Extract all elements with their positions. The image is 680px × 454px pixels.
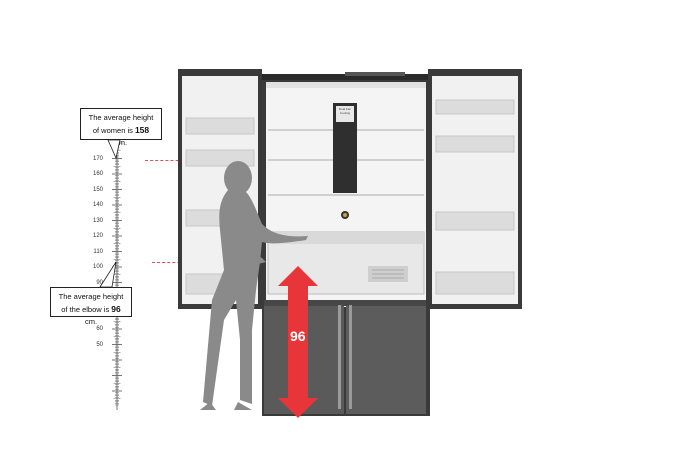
freezer-door-right bbox=[346, 300, 426, 414]
ruler-tick-label: 120 bbox=[92, 233, 103, 239]
women-callout-value: 158 bbox=[134, 125, 150, 135]
ruler-tick-label: 150 bbox=[92, 186, 103, 193]
right-door-bins bbox=[435, 99, 515, 295]
women-callout-prefix: The average height of women is bbox=[88, 113, 154, 135]
women-callout-suffix: cm. bbox=[114, 138, 128, 147]
freezer-handle-left bbox=[338, 305, 341, 409]
ruler-tick-label: 160 bbox=[92, 171, 103, 177]
ruler-tick-label: 60 bbox=[96, 326, 103, 332]
ruler-tick-label: 140 bbox=[92, 202, 103, 208]
elbow-callout-suffix: cm. bbox=[84, 317, 98, 326]
ruler-tick-label: 100 bbox=[92, 264, 103, 270]
woman-silhouette bbox=[200, 161, 308, 410]
fridge-panel-text: Dual Fan Cooling bbox=[338, 107, 352, 115]
ruler-tick-label: 110 bbox=[93, 248, 103, 255]
arrow-value-label: 96 bbox=[290, 328, 306, 344]
elbow-height-callout: The average height of the elbow is 96 cm… bbox=[50, 287, 132, 326]
freezer-handle-right bbox=[349, 305, 352, 409]
ruler-tick-label: 130 bbox=[92, 217, 103, 224]
ruler-tick-label: 170 bbox=[92, 155, 103, 162]
height-arrow bbox=[278, 266, 318, 418]
elbow-callout-value: 96 bbox=[111, 304, 121, 314]
women-height-callout: The average height of women is 158 cm. bbox=[80, 108, 162, 147]
ruler-tick-label: 50 bbox=[96, 341, 103, 348]
elbow-callout-prefix: The average height of the elbow is bbox=[58, 292, 124, 314]
